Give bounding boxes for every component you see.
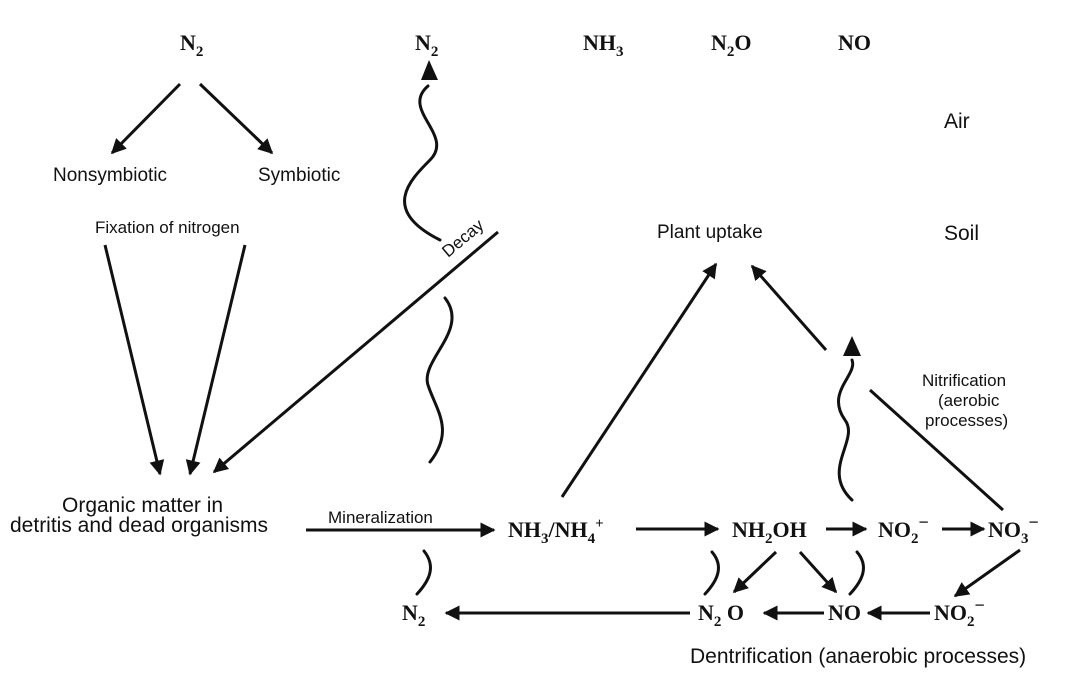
n2-bottom-label: N2 <box>402 600 425 630</box>
nh3-nh4-label: NH3/NH4+ <box>508 516 604 547</box>
mineralization-label: Mineralization <box>328 508 433 527</box>
wave-soil-decay <box>425 296 454 464</box>
arrow-nh2oh-to-no <box>798 550 838 594</box>
arrow-no3-to-no2-bottom <box>953 548 1021 598</box>
nonsymbiotic-label: Nonsymbiotic <box>53 165 167 186</box>
air-n2-left: N2 <box>180 30 203 60</box>
plant-uptake-label: Plant uptake <box>657 222 763 243</box>
wave-nitrification-to-air <box>837 358 855 502</box>
organic-matter-line2: detritis and dead organisms <box>10 514 268 537</box>
arrow-n2-to-nonsymbiotic <box>110 82 182 155</box>
symbiotic-label: Symbiotic <box>258 165 340 186</box>
wave-tick-n2 <box>415 549 432 596</box>
arrow-fixation-left-to-organic <box>103 244 165 476</box>
air-n2o: N2O <box>711 30 752 60</box>
arrow-nh2oh-to-n2o <box>732 550 778 594</box>
no3-label: NO3− <box>988 512 1039 547</box>
arrowhead-decay-to-air-n2 <box>421 60 438 80</box>
nitrification-line3: processes) <box>925 411 1008 430</box>
zone-soil-label: Soil <box>944 222 979 245</box>
n2o-bottom-label: N2 O <box>698 600 744 630</box>
arrow-n2-to-symbiotic <box>198 82 274 155</box>
nitrification-line1: Nitrification <box>922 371 1006 390</box>
wave-tick-no <box>848 550 865 596</box>
arrow-decay-to-organic <box>212 230 499 474</box>
line-nitrification-to-no3 <box>868 388 1005 512</box>
arrow-fixation-right-to-organic <box>185 244 247 476</box>
wave-tick-n2o <box>703 550 720 596</box>
no-bottom-label: NO <box>828 600 861 625</box>
air-nh3: NH3 <box>583 30 624 60</box>
no2-bottom-label: NO2− <box>934 595 985 630</box>
arrowhead-nitrification-to-air <box>843 336 861 356</box>
nitrification-line2: (aerobic <box>938 391 1000 410</box>
organic-matter-line1: Organic matter in <box>62 494 223 517</box>
fixation-of-nitrogen-label: Fixation of nitrogen <box>95 218 240 237</box>
zone-air-label: Air <box>944 110 970 133</box>
nh2oh-label: NH2OH <box>732 517 807 547</box>
decay-label: Decay <box>438 215 488 261</box>
air-no: NO <box>838 30 871 55</box>
air-n2-decay: N2 <box>415 30 438 60</box>
arrow-nitrate-to-plant-uptake <box>750 264 828 351</box>
denitrification-label: Dentrification (anaerobic processes) <box>690 645 1026 668</box>
wave-decay-to-air-n2 <box>403 84 442 242</box>
no2-top-label: NO2− <box>878 512 929 547</box>
arrow-nh4-to-plant-uptake <box>560 262 718 498</box>
